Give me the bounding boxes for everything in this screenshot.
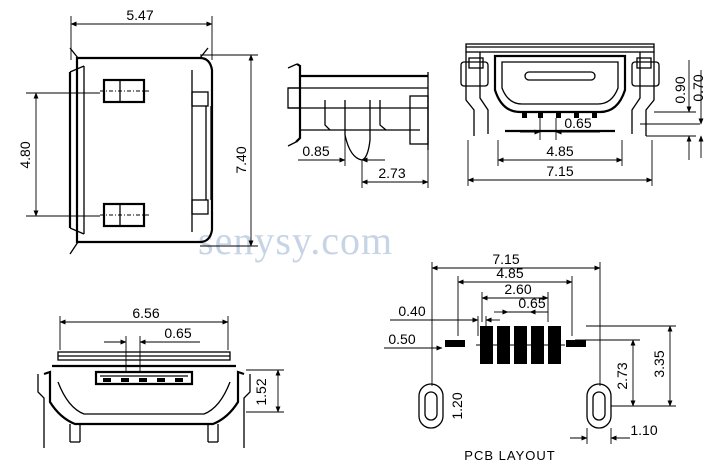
dim-pcb-pad-width: 0.40 <box>398 303 425 319</box>
dim-top-height: 4.80 <box>17 141 33 168</box>
dim-pcb-total-height: 3.35 <box>651 350 667 377</box>
dim-top-overall: 7.40 <box>233 146 249 173</box>
front-view-bottom: 6.56 0.65 1.52 <box>37 305 284 448</box>
dim-bottom-width: 6.56 <box>132 305 159 321</box>
dim-pcb-side-pad: 0.50 <box>388 331 415 347</box>
dim-front-pin-span: 4.85 <box>546 143 573 159</box>
pcb-layout-caption: PCB LAYOUT <box>464 448 555 463</box>
dim-pcb-pitch: 0.65 <box>518 295 545 311</box>
front-view-top: 0.65 4.85 7.15 0.90 0.70 <box>460 43 706 186</box>
dim-pcb-slot-height: 1.20 <box>449 392 465 419</box>
dim-side-depth: 2.73 <box>378 165 405 181</box>
dim-pcb-pin-span: 4.85 <box>496 265 523 281</box>
dim-pcb-width: 7.15 <box>492 251 519 267</box>
dim-pcb-slot-offset: 2.73 <box>614 362 630 389</box>
dim-bottom-height: 1.52 <box>253 378 269 405</box>
dim-front-pitch: 0.65 <box>564 115 591 131</box>
dim-front-070: 0.70 <box>690 74 706 101</box>
dim-front-width: 7.15 <box>546 163 573 179</box>
dim-pcb-slot-width: 1.10 <box>630 422 657 438</box>
watermark: senysy.com <box>198 218 393 263</box>
dim-side-offset: 0.85 <box>302 143 329 159</box>
side-view: 0.85 2.73 <box>287 63 429 188</box>
top-view: 5.47 4.80 7.40 <box>17 7 258 255</box>
dim-front-090: 0.90 <box>672 76 688 103</box>
dim-bottom-pitch: 0.65 <box>164 325 191 341</box>
dim-pcb-inner-span: 2.60 <box>504 281 531 297</box>
pcb-layout: 7.15 4.85 2.60 0.65 0.40 0.50 1.20 <box>384 251 676 463</box>
dim-top-width: 5.47 <box>126 7 153 23</box>
